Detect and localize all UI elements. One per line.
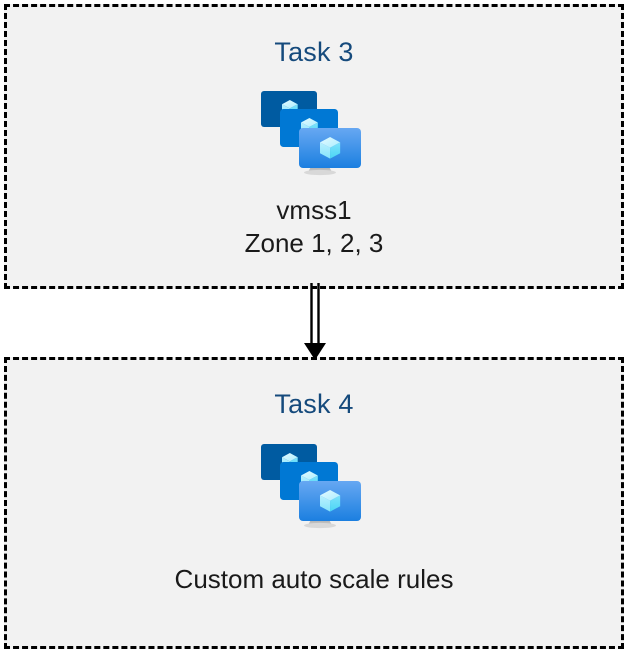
caption-line: Custom auto scale rules (174, 564, 454, 594)
task-title: Task 3 (274, 37, 354, 67)
vm-scale-set-icon (254, 86, 374, 182)
connector-arrow-task3-to-task4 (295, 283, 335, 361)
caption-line: Zone 1, 2, 3 (244, 228, 384, 258)
monitor-front (299, 128, 361, 168)
node-caption: vmss1 Zone 1, 2, 3 (245, 194, 384, 260)
node-caption: Custom auto scale rules (175, 563, 454, 596)
task-node-task-4[interactable]: Task 4 (4, 357, 624, 649)
monitor-front (299, 481, 361, 521)
task-title: Task 4 (274, 389, 354, 419)
vm-scale-set-icon (254, 439, 374, 535)
caption-line: vmss1 (276, 195, 352, 225)
task-node-task-3[interactable]: Task 3 (4, 4, 624, 289)
